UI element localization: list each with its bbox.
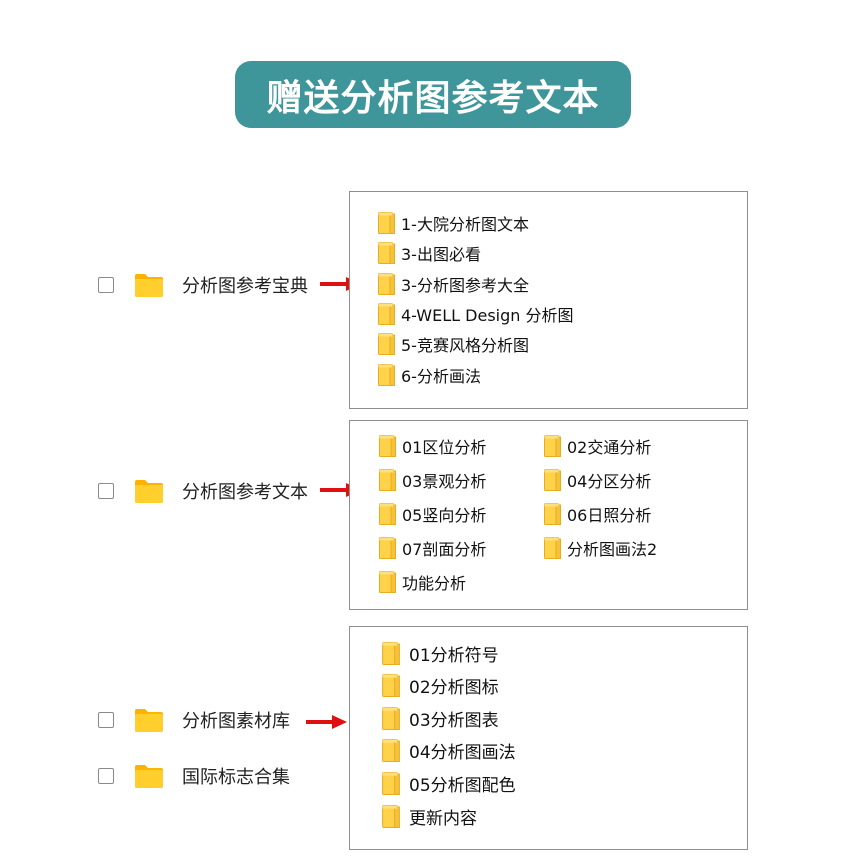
folder-icon	[134, 272, 164, 298]
folder-panel-1: 1-大院分析图文本 3-出图必看 3-分析图参考大全 4-WELL Design…	[349, 191, 748, 409]
left-row-3[interactable]: 国际标志合集	[98, 762, 290, 790]
list-item[interactable]: 分析图画法2	[544, 536, 657, 560]
folder-icon	[382, 707, 400, 730]
folder-icon	[379, 435, 396, 457]
folder-icon	[544, 537, 561, 559]
folder-icon	[378, 364, 395, 386]
list-item[interactable]: 01分析符号	[382, 641, 499, 666]
list-item[interactable]: 03分析图表	[382, 706, 499, 731]
list-item[interactable]: 06日照分析	[544, 502, 651, 526]
left-row-2[interactable]: 分析图素材库	[98, 706, 290, 734]
folder-icon	[134, 763, 164, 789]
folder-icon	[378, 303, 395, 325]
list-item[interactable]: 3-分析图参考大全	[378, 272, 529, 296]
list-item[interactable]: 04分析图画法	[382, 738, 516, 763]
list-item[interactable]: 更新内容	[382, 804, 477, 829]
list-item[interactable]: 04分区分析	[544, 468, 651, 492]
list-item[interactable]: 4-WELL Design 分析图	[378, 302, 573, 326]
checkbox[interactable]	[98, 712, 114, 728]
folder-icon	[379, 503, 396, 525]
left-row-0[interactable]: 分析图参考宝典	[98, 271, 308, 299]
folder-icon	[382, 772, 400, 795]
list-item[interactable]: 功能分析	[379, 570, 466, 594]
list-item[interactable]: 1-大院分析图文本	[378, 211, 529, 235]
folder-panel-2: 01区位分析 02交通分析 03景观分析 04分区分析 05竖向分析 06日照分…	[349, 420, 748, 610]
list-item[interactable]: 02交通分析	[544, 434, 651, 458]
list-item[interactable]: 03景观分析	[379, 468, 486, 492]
folder-icon	[378, 242, 395, 264]
arrow-right-icon	[306, 715, 347, 729]
folder-icon	[379, 571, 396, 593]
left-label: 分析图参考宝典	[182, 276, 308, 297]
list-item[interactable]: 05竖向分析	[379, 502, 486, 526]
list-item[interactable]: 01区位分析	[379, 434, 486, 458]
folder-icon	[544, 503, 561, 525]
checkbox[interactable]	[98, 483, 114, 499]
folder-icon	[379, 537, 396, 559]
folder-icon	[378, 273, 395, 295]
list-item[interactable]: 02分析图标	[382, 673, 499, 698]
folder-icon	[544, 469, 561, 491]
folder-icon	[379, 469, 396, 491]
list-item[interactable]: 6-分析画法	[378, 363, 481, 387]
left-label: 分析图参考文本	[182, 482, 308, 503]
list-item[interactable]: 3-出图必看	[378, 241, 481, 265]
list-item[interactable]: 07剖面分析	[379, 536, 486, 560]
list-item[interactable]: 5-竞赛风格分析图	[378, 332, 529, 356]
folder-icon	[378, 212, 395, 234]
checkbox[interactable]	[98, 768, 114, 784]
folder-icon	[382, 674, 400, 697]
folder-icon	[382, 642, 400, 665]
folder-icon	[378, 333, 395, 355]
folder-panel-3: 01分析符号 02分析图标 03分析图表 04分析图画法 05分析图配色 更新内…	[349, 626, 748, 850]
checkbox[interactable]	[98, 277, 114, 293]
left-row-1[interactable]: 分析图参考文本	[98, 477, 308, 505]
folder-icon	[382, 805, 400, 828]
folder-icon	[544, 435, 561, 457]
folder-icon	[134, 707, 164, 733]
left-label: 分析图素材库	[182, 711, 290, 732]
list-item[interactable]: 05分析图配色	[382, 771, 516, 796]
folder-icon	[382, 739, 400, 762]
page-title: 赠送分析图参考文本	[235, 61, 631, 128]
left-label: 国际标志合集	[182, 767, 290, 788]
folder-icon	[134, 478, 164, 504]
